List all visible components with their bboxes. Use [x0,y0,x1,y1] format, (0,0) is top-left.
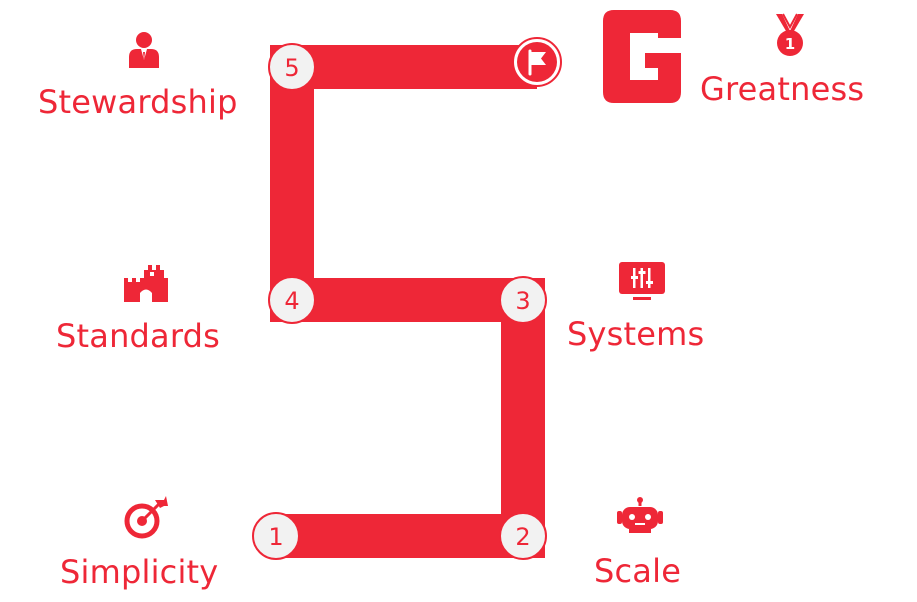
step-node-4: 4 [268,276,316,324]
step-label-standards: Standards [56,317,221,355]
s-path [270,45,545,558]
castle-icon [124,265,168,302]
target-arrow-icon [124,496,168,539]
robot-icon [617,497,663,533]
step-label-scale: Scale [594,552,682,590]
step-number-1: 1 [268,523,283,551]
step-node-2: 2 [499,512,547,560]
step-number-3: 3 [515,287,530,315]
step-node-3: 3 [499,276,547,324]
step-label-stewardship: Stewardship [38,83,238,121]
monitor-equalizer-icon [619,262,665,300]
step-number-5: 5 [284,54,299,82]
goal-label-greatness: Greatness [700,70,865,108]
medal-icon: 1 [776,13,804,56]
step-number-4: 4 [284,287,299,315]
greatness-g-logo [603,10,681,103]
step-label-simplicity: Simplicity [60,553,219,591]
flag-icon [528,49,546,76]
svg-text:1: 1 [785,35,795,53]
step-number-2: 2 [515,523,530,551]
step-node-5: 5 [268,43,316,91]
step-node-1: 1 [252,512,300,560]
goal-node [512,37,562,87]
person-suit-icon [129,32,159,68]
step-label-systems: Systems [567,315,705,353]
